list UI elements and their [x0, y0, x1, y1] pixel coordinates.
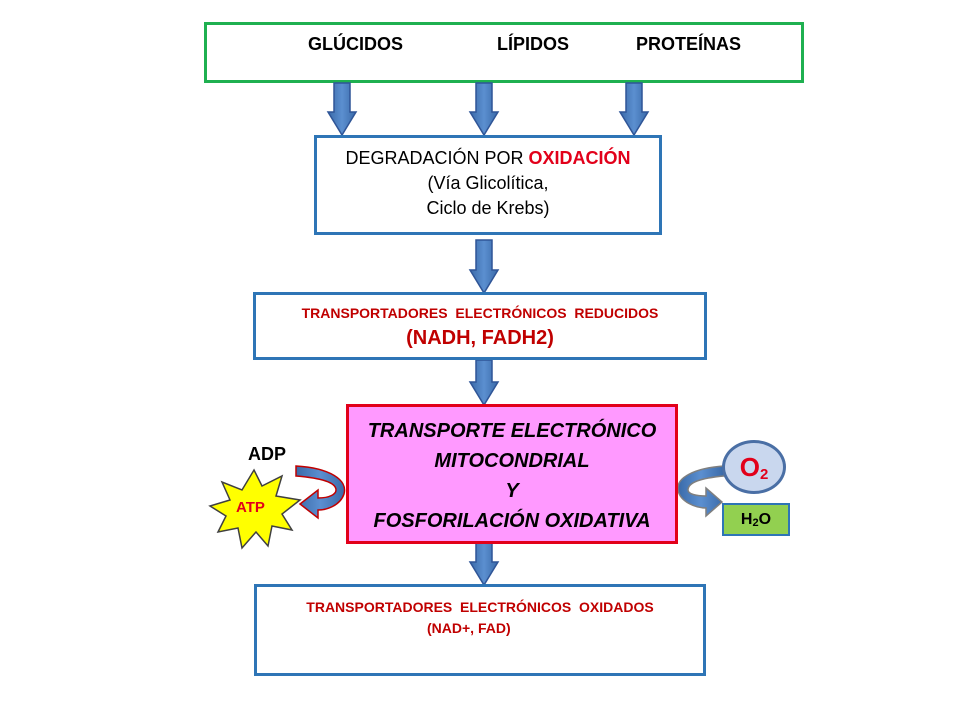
atp-label: ATP	[236, 499, 265, 516]
down-arrow	[326, 82, 358, 137]
reduced-subtitle: (NADH, FADH2)	[406, 327, 554, 349]
adp-atp-curved-arrow	[295, 465, 346, 520]
mito-line3: Y	[505, 480, 519, 502]
degradation-box: DEGRADACIÓN POR OXIDACIÓN (Vía Glicolíti…	[314, 135, 662, 235]
mito-line1: TRANSPORTE ELECTRÓNICO	[367, 420, 657, 442]
atp-star	[208, 468, 302, 550]
oxidized-title: TRANSPORTADORES ELECTRÓNICOS OXIDADOS	[306, 599, 654, 615]
degradation-line3: Ciclo de Krebs)	[426, 198, 550, 218]
nutrient-proteinas: PROTEÍNAS	[636, 34, 742, 54]
water-box: H2O	[722, 503, 790, 536]
down-arrow	[468, 82, 500, 137]
water-h: H	[740, 511, 753, 528]
reduced-carriers-box: TRANSPORTADORES ELECTRÓNICOS REDUCIDOS (…	[253, 292, 707, 360]
down-arrow	[468, 359, 500, 407]
down-arrow	[468, 540, 500, 587]
down-arrow	[468, 239, 500, 295]
degradation-line2: (Vía Glicolítica,	[427, 173, 549, 193]
nutrients-box	[204, 22, 804, 83]
oxygen-circle: O2	[722, 440, 786, 494]
oxidation-highlight: OXIDACIÓN	[528, 148, 631, 168]
down-arrow	[618, 82, 650, 137]
oxidized-carriers-box: TRANSPORTADORES ELECTRÓNICOS OXIDADOS (N…	[254, 584, 706, 676]
reduced-title: TRANSPORTADORES ELECTRÓNICOS REDUCIDOS	[301, 305, 659, 321]
adp-label: ADP	[248, 444, 287, 464]
nutrient-glucidos: GLÚCIDOS	[308, 34, 404, 54]
oxidized-subtitle: (NAD+, FAD)	[427, 620, 511, 636]
degradation-prefix: DEGRADACIÓN POR	[345, 148, 529, 168]
o2-h2o-curved-arrow	[677, 465, 725, 518]
oxygen-symbol: O	[739, 452, 760, 482]
mito-line4: FOSFORILACIÓN OXIDATIVA	[373, 510, 651, 532]
nutrient-lipidos: LÍPIDOS	[497, 34, 570, 54]
oxygen-subscript: 2	[759, 466, 769, 483]
degradation-title: DEGRADACIÓN POR OXIDACIÓN	[317, 146, 659, 171]
mitochondrial-box: TRANSPORTE ELECTRÓNICO MITOCONDRIAL Y FO…	[346, 404, 678, 544]
water-subscript: 2	[752, 517, 759, 529]
mito-line2: MITOCONDRIAL	[434, 450, 590, 472]
water-o: O	[758, 511, 772, 528]
